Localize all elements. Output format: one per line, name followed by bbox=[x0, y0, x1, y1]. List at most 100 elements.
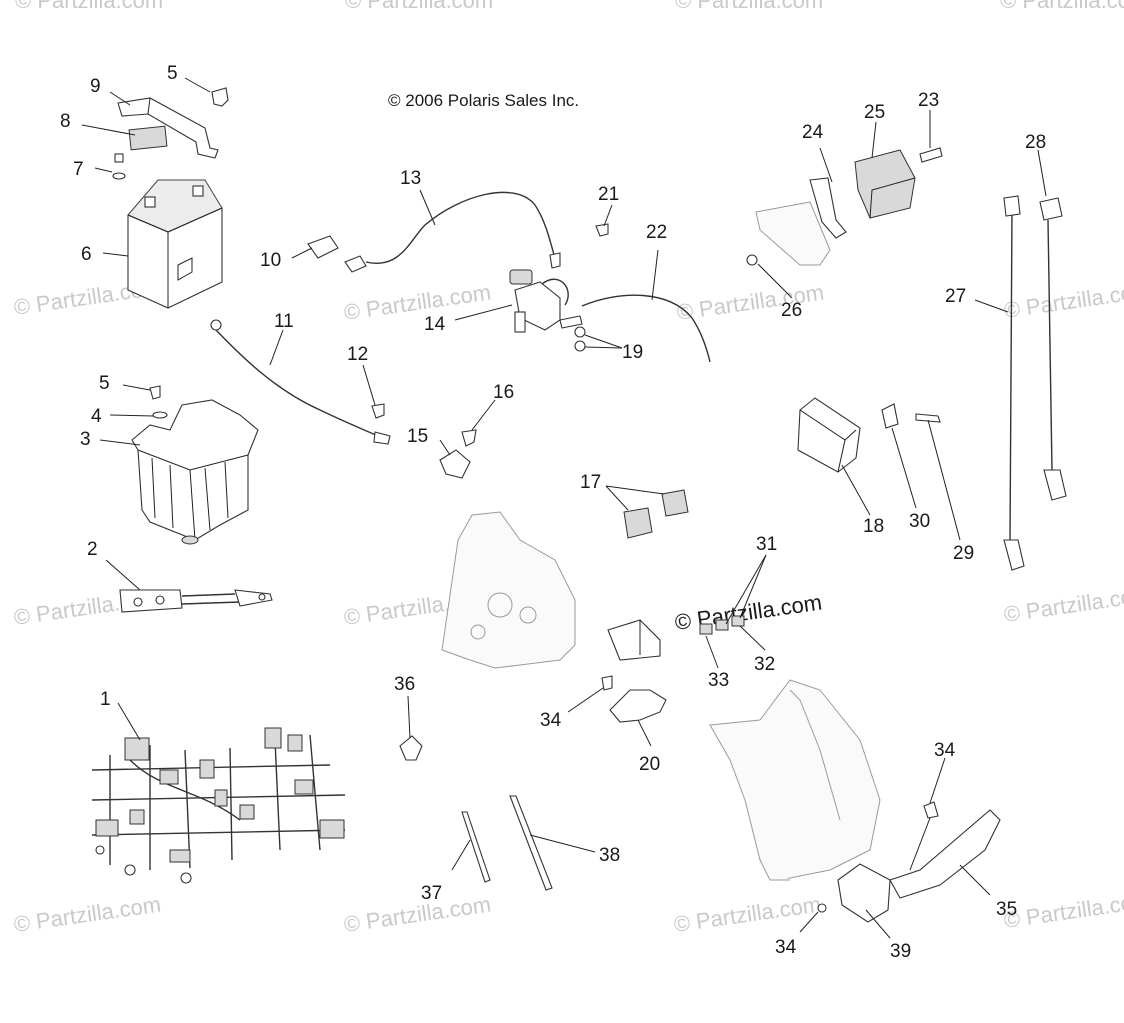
callout-14: 14 bbox=[424, 314, 446, 335]
callout-39: 39 bbox=[890, 941, 911, 962]
watermark: © Partzilla.com bbox=[1000, 0, 1124, 13]
callout-15: 15 bbox=[407, 426, 428, 447]
part-35-bracket[interactable] bbox=[889, 809, 1001, 899]
chassis-panel bbox=[441, 511, 576, 669]
part-34-bolt-left[interactable] bbox=[601, 675, 613, 691]
watermark: © Partzilla.com bbox=[342, 892, 492, 937]
callout-31: 31 bbox=[756, 534, 777, 555]
part-38-cable-tie[interactable] bbox=[509, 795, 553, 891]
callout-19: 19 bbox=[622, 342, 643, 363]
part-34-bolt-bottom[interactable] bbox=[817, 903, 827, 913]
part-6-battery[interactable] bbox=[127, 179, 223, 309]
part-17-relays[interactable] bbox=[623, 489, 689, 539]
part-7-bolt[interactable] bbox=[112, 153, 126, 180]
watermark: © Partzilla.com bbox=[12, 892, 162, 937]
part-28-cable[interactable] bbox=[1039, 197, 1067, 501]
callout-7: 7 bbox=[73, 159, 84, 180]
watermark: © Partzilla.com bbox=[1002, 278, 1124, 323]
watermark: © Partzilla.com bbox=[675, 280, 825, 325]
part-5-bolt-top[interactable] bbox=[211, 87, 229, 107]
leader-lines bbox=[81, 77, 1047, 939]
callout-28: 28 bbox=[1025, 132, 1046, 153]
part-14-solenoid[interactable] bbox=[509, 269, 569, 333]
callout-29: 29 bbox=[953, 543, 974, 564]
frame bbox=[709, 679, 881, 881]
callout-24: 24 bbox=[802, 122, 824, 143]
callout-34: 34 bbox=[934, 740, 956, 761]
part-3-battery-box[interactable] bbox=[131, 399, 259, 545]
part-1-wiring-harness[interactable] bbox=[91, 727, 346, 884]
part-10-terminal-boot[interactable] bbox=[307, 235, 339, 259]
callout-16: 16 bbox=[493, 382, 514, 403]
watermark: © Partzilla.com bbox=[1002, 582, 1124, 627]
part-13-cable[interactable] bbox=[344, 191, 561, 273]
part-12-bolt[interactable] bbox=[371, 403, 385, 419]
callout-9: 9 bbox=[90, 76, 101, 97]
callout-11: 11 bbox=[274, 311, 294, 332]
callout-2: 2 bbox=[87, 539, 98, 560]
callout-33: 33 bbox=[708, 670, 729, 691]
callout-32: 32 bbox=[754, 654, 775, 675]
part-23-bolt[interactable] bbox=[919, 147, 943, 163]
callout-23: 23 bbox=[918, 90, 939, 111]
callout-30: 30 bbox=[909, 511, 930, 532]
part-39-cover[interactable] bbox=[837, 863, 891, 923]
part-2-ground-strap[interactable] bbox=[119, 589, 273, 613]
part-25-relay-block[interactable] bbox=[854, 149, 916, 219]
part-24-bracket[interactable] bbox=[755, 177, 847, 266]
callout-20: 20 bbox=[639, 754, 660, 775]
callout-5: 5 bbox=[99, 373, 110, 394]
callout-21: 21 bbox=[598, 184, 619, 205]
watermark: © Partzilla.com bbox=[342, 280, 492, 325]
callout-18: 18 bbox=[863, 516, 884, 537]
callout-12: 12 bbox=[347, 344, 368, 365]
callout-25: 25 bbox=[864, 102, 885, 123]
part-15-clip[interactable] bbox=[439, 449, 471, 479]
callout-27: 27 bbox=[945, 286, 966, 307]
callout-13: 13 bbox=[400, 168, 421, 189]
callout-36: 36 bbox=[394, 674, 415, 695]
callout-38: 38 bbox=[599, 845, 620, 866]
watermark: © Partzilla.com bbox=[672, 892, 822, 937]
callout-35: 35 bbox=[996, 899, 1017, 920]
part-9-battery-strap[interactable] bbox=[117, 97, 219, 159]
part-18-module[interactable] bbox=[797, 397, 861, 473]
part-34-bolt-right[interactable] bbox=[923, 801, 939, 819]
part-11-cable[interactable] bbox=[210, 319, 391, 445]
part-29-bolt[interactable] bbox=[915, 413, 941, 423]
part-27-cable[interactable] bbox=[1003, 195, 1025, 571]
part-19-nuts[interactable] bbox=[559, 315, 586, 352]
callout-5: 5 bbox=[167, 63, 178, 84]
part-5-bolt-mid[interactable] bbox=[149, 385, 161, 400]
callout-4: 4 bbox=[91, 406, 102, 427]
part-16-bolt[interactable] bbox=[461, 429, 477, 447]
callout-3: 3 bbox=[80, 429, 91, 450]
part-26-nut[interactable] bbox=[746, 254, 758, 266]
part-8-pad[interactable] bbox=[128, 125, 168, 151]
part-33-fuses[interactable] bbox=[699, 615, 745, 635]
watermark: © Partzilla.com bbox=[1002, 888, 1124, 933]
watermark: © Partzilla.com bbox=[15, 0, 163, 13]
callout-34: 34 bbox=[540, 710, 562, 731]
part-36-fastener[interactable] bbox=[399, 735, 423, 761]
callout-10: 10 bbox=[260, 250, 281, 271]
part-20-bracket[interactable] bbox=[609, 689, 667, 723]
part-21-bolt[interactable] bbox=[595, 223, 609, 237]
watermark: © Partzilla.com bbox=[345, 0, 493, 13]
callout-8: 8 bbox=[60, 111, 71, 132]
part-37-cable-tie[interactable] bbox=[461, 811, 491, 883]
callout-1: 1 bbox=[100, 689, 111, 710]
watermark: © Partzilla.com bbox=[675, 0, 823, 13]
callout-22: 22 bbox=[646, 222, 667, 243]
part-22-cable[interactable] bbox=[581, 294, 711, 363]
part-30-clamp[interactable] bbox=[881, 403, 899, 429]
callout-labels: 9 8 5 7 6 10 11 12 5 4 3 2 1 13 14 21 22… bbox=[60, 63, 1046, 962]
callout-6: 6 bbox=[81, 244, 92, 265]
copyright-text: © 2006 Polaris Sales Inc. bbox=[388, 91, 579, 110]
part-4-washer[interactable] bbox=[152, 411, 168, 419]
callout-37: 37 bbox=[421, 883, 442, 904]
callout-26: 26 bbox=[781, 300, 802, 321]
part-32-connector[interactable] bbox=[607, 619, 661, 661]
